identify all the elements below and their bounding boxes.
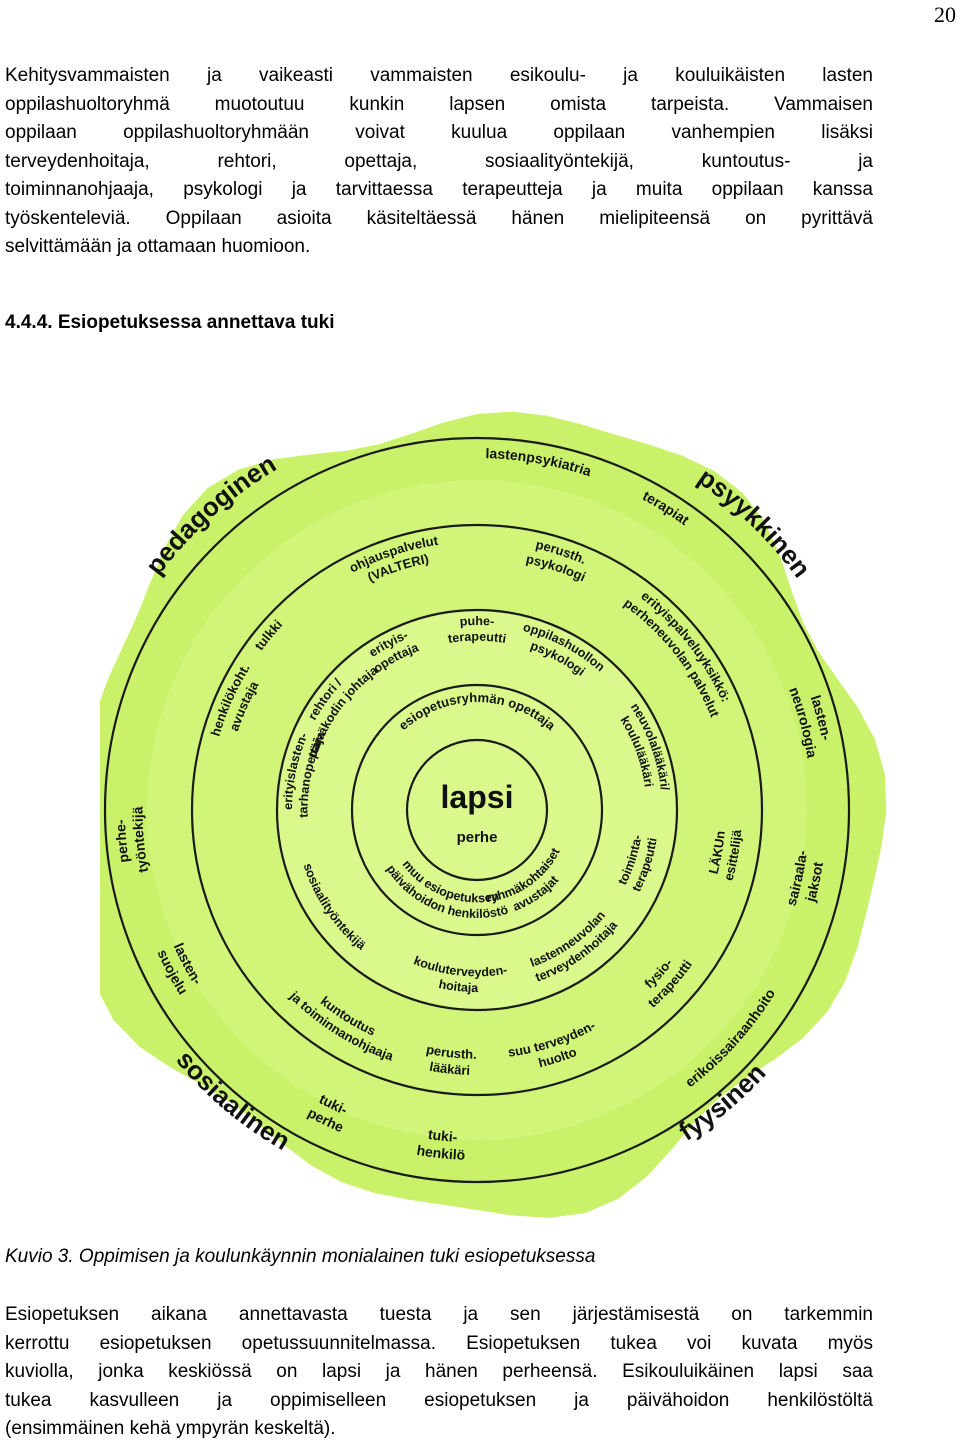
ring4-label: perhe- (112, 819, 132, 864)
ring2-label: puhe- (459, 614, 495, 629)
text-line: oppilashuoltoryhmä muotoutuu kunkin laps… (5, 93, 873, 115)
background-glow (277, 610, 677, 1010)
ring-4 (190, 523, 764, 1097)
ring-3 (275, 608, 679, 1012)
text-line: oppilaan oppilashuoltoryhmään voivat kuu… (5, 122, 873, 143)
text-line: toiminnanohjaaja, psykologi ja tarvittae… (5, 179, 873, 200)
ring-5 (103, 436, 851, 1184)
ring-1 (405, 738, 549, 882)
section-heading: 4.4.4. Esiopetuksessa annettava tuki (5, 312, 335, 333)
ring4-label: työntekijä (129, 806, 151, 874)
text-line: terveydenhoitaja, rehtori, opettaja, sos… (5, 150, 873, 172)
ring3-label: perusth. (425, 1042, 477, 1062)
intro-paragraph: Kehitysvammaisten ja vaikeasti vammaiste… (5, 62, 873, 262)
ring3-label: lääkäri (428, 1059, 470, 1078)
diagram-background (100, 411, 887, 1218)
ring4-label: tuki- (427, 1126, 458, 1145)
center-subtitle: perhe (457, 829, 498, 846)
ring2-label: hoitaja (438, 977, 480, 995)
outro-paragraph: Esiopetuksen aikana annettavasta tuesta … (5, 1301, 873, 1444)
page-number: 20 (934, 2, 956, 27)
text-line: selvittämään ja ottamaan huomioon. (5, 236, 311, 257)
ring-2 (350, 683, 604, 937)
text-line: kuviolla, jonka keskiössä on lapsi ja hä… (5, 1361, 873, 1382)
text-line: kerrottu esiopetuksen opetussuunnitelmas… (5, 1332, 873, 1354)
center-title: lapsi (441, 779, 514, 815)
text-line: Kehitysvammaisten ja vaikeasti vammaiste… (5, 65, 873, 86)
ring4-label: henkilö (416, 1142, 466, 1163)
diagram-rings (103, 436, 851, 1184)
text-line: työskenteleviä. Oppilaan asioita käsitel… (5, 207, 873, 229)
ring2-label: terapeutti (447, 630, 507, 646)
text-line: Esiopetuksen aikana annettavasta tuesta … (5, 1304, 873, 1325)
text-line: tukea kasvulleen ja oppimiselleen esiope… (5, 1389, 873, 1411)
text-line: (ensimmäinen kehä ympyrän keskeltä). (5, 1418, 336, 1439)
figure-caption: Kuvio 3. Oppimisen ja koulunkäynnin moni… (5, 1246, 596, 1267)
